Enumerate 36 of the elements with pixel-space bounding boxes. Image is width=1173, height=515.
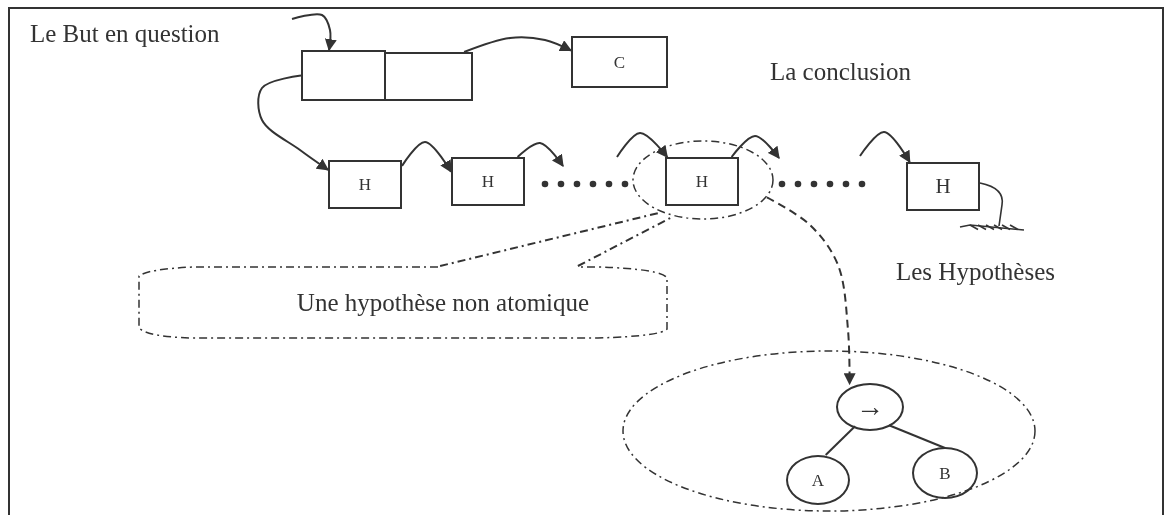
node-label: H bbox=[695, 173, 709, 190]
arrow bbox=[257, 74, 329, 171]
node-label: A bbox=[811, 471, 825, 489]
circle-node bbox=[786, 455, 850, 505]
arrow bbox=[859, 131, 911, 164]
connector-line bbox=[888, 424, 946, 450]
arrow bbox=[516, 142, 564, 167]
node-label: H bbox=[358, 176, 372, 193]
dashed-ellipse bbox=[622, 350, 1036, 512]
connector-line bbox=[824, 425, 857, 456]
circle-node bbox=[912, 447, 978, 499]
arrow bbox=[401, 141, 452, 173]
box bbox=[328, 160, 402, 209]
arrow bbox=[765, 196, 856, 386]
node-label: B bbox=[939, 464, 951, 482]
node-label: C bbox=[613, 53, 626, 71]
empty-box bbox=[301, 50, 386, 101]
annotation-label: Les Hypothèses bbox=[896, 258, 1055, 286]
box bbox=[571, 36, 668, 88]
annotation-label: Le But en question bbox=[30, 20, 220, 48]
arrow bbox=[616, 132, 669, 158]
arrow bbox=[291, 13, 337, 52]
node-label: H bbox=[935, 176, 951, 197]
node-label: H bbox=[481, 173, 495, 190]
box bbox=[451, 157, 525, 206]
circle-node bbox=[836, 383, 904, 431]
annotation-label: La conclusion bbox=[770, 58, 911, 86]
node-label: → bbox=[856, 393, 884, 421]
box bbox=[906, 162, 980, 211]
arrow bbox=[463, 36, 573, 53]
dashed-ellipse bbox=[632, 140, 774, 220]
callout-bubble bbox=[138, 266, 668, 339]
empty-box bbox=[384, 52, 473, 101]
arrow bbox=[730, 135, 780, 159]
box bbox=[665, 157, 739, 206]
callout-text: Une hypothèse non atomique bbox=[295, 290, 590, 315]
